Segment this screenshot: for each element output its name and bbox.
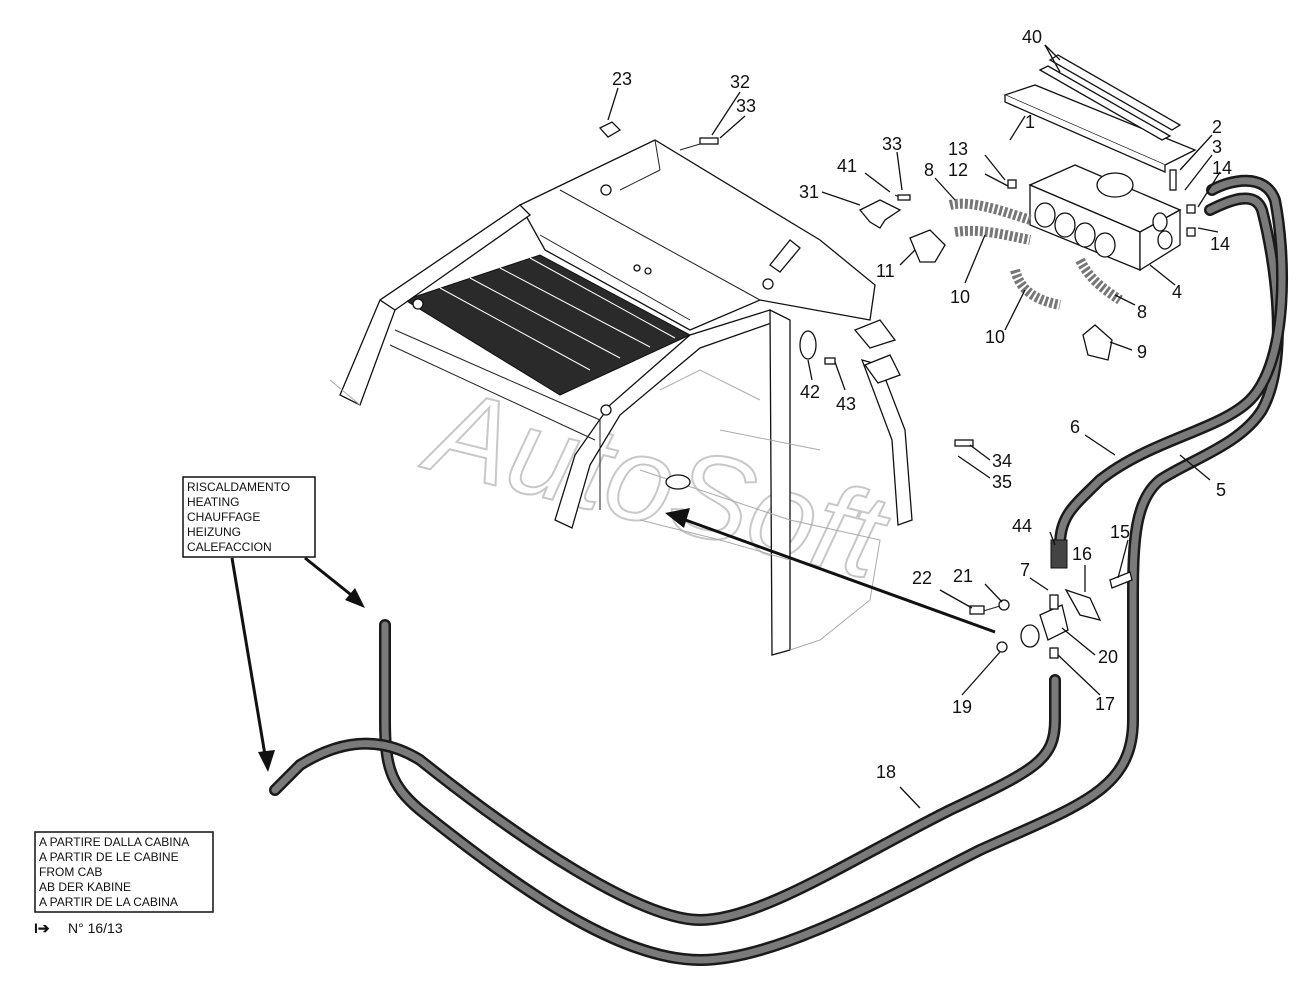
from-cab-line-fr: A PARTIR DE LE CABINE — [39, 850, 179, 864]
from-cab-line-de: AB DER KABINE — [39, 880, 131, 894]
callout-6: 6 — [1070, 417, 1080, 437]
legend-line-de: HEIZUNG — [187, 525, 241, 539]
elbow-11 — [909, 229, 946, 263]
callout-18: 18 — [876, 762, 896, 782]
watermark-text: AutoSoft — [412, 361, 901, 605]
callout-34: 34 — [992, 451, 1012, 471]
callout-13: 13 — [948, 139, 968, 159]
heating-legend-box: RISCALDAMENTO HEATING CHAUFFAGE HEIZUNG … — [182, 476, 316, 558]
callout-16: 16 — [1072, 544, 1092, 564]
heater-cover-plate — [1003, 54, 1197, 173]
leader-lines — [607, 44, 1221, 809]
callout-8: 8 — [1137, 302, 1147, 322]
callout-10: 10 — [985, 327, 1005, 347]
legend-line-it: RISCALDAMENTO — [187, 480, 290, 494]
callout-10: 10 — [950, 287, 970, 307]
from-cab-line-es: A PARTIR DE LA CABINA — [39, 895, 178, 909]
callout-2: 2 — [1212, 117, 1222, 137]
callout-4: 4 — [1172, 282, 1182, 302]
callout-32: 32 — [730, 72, 750, 92]
flexible-hoses — [948, 198, 1123, 310]
heater-valve — [969, 571, 1133, 659]
callout-22: 22 — [912, 568, 932, 588]
elbow-9 — [1082, 324, 1113, 361]
callout-15: 15 — [1110, 522, 1130, 542]
from-cab-line-en: FROM CAB — [39, 865, 102, 879]
callout-7: 7 — [1020, 560, 1030, 580]
legend-line-es: CALEFACCION — [187, 540, 272, 554]
page-reference: I➔ N° 16/13 — [34, 920, 123, 936]
callout-12: 12 — [948, 160, 968, 180]
callout-8: 8 — [924, 160, 934, 180]
callout-17: 17 — [1095, 694, 1115, 714]
callout-42: 42 — [800, 382, 820, 402]
callout-5: 5 — [1216, 480, 1226, 500]
callout-23: 23 — [612, 69, 632, 89]
callout-33: 33 — [882, 134, 902, 154]
from-cab-box: A PARTIRE DALLA CABINA A PARTIR DE LE CA… — [34, 831, 214, 913]
heater-box — [1028, 164, 1182, 272]
callout-40: 40 — [1022, 27, 1042, 47]
callout-labels: 40 23 32 33 33 41 31 1 2 3 14 14 13 12 8… — [612, 27, 1232, 782]
roof-window-slats — [403, 254, 692, 396]
heater-pipe-6 — [1054, 174, 1289, 551]
clip-31 — [858, 199, 902, 229]
legend-line-en: HEATING — [187, 495, 239, 509]
clamp-42 — [799, 330, 817, 360]
callout-20: 20 — [1098, 647, 1118, 667]
callout-19: 19 — [952, 697, 972, 717]
callout-31: 31 — [799, 182, 819, 202]
callout-21: 21 — [953, 566, 973, 586]
callout-44: 44 — [1012, 516, 1032, 536]
callout-1: 1 — [1025, 112, 1035, 132]
callout-9: 9 — [1137, 342, 1147, 362]
callout-33: 33 — [736, 96, 756, 116]
fasteners — [598, 121, 1196, 447]
callout-41: 41 — [837, 156, 857, 176]
callout-43: 43 — [836, 394, 856, 414]
hose-connector-44 — [1050, 539, 1068, 569]
heater-pipe-18 — [269, 674, 1061, 926]
pointer-arrows — [230, 508, 996, 772]
from-cab-line-it: A PARTIRE DALLA CABINA — [39, 835, 189, 849]
legend-line-fr: CHAUFFAGE — [187, 510, 260, 524]
callout-3: 3 — [1212, 137, 1222, 157]
callout-14: 14 — [1210, 234, 1230, 254]
cab-frame — [329, 139, 913, 656]
reference-arrow-icon: I➔ — [34, 920, 50, 936]
callout-11: 11 — [876, 261, 895, 281]
reference-number: N° 16/13 — [68, 920, 123, 936]
callout-14: 14 — [1212, 158, 1232, 178]
callout-35: 35 — [992, 472, 1012, 492]
